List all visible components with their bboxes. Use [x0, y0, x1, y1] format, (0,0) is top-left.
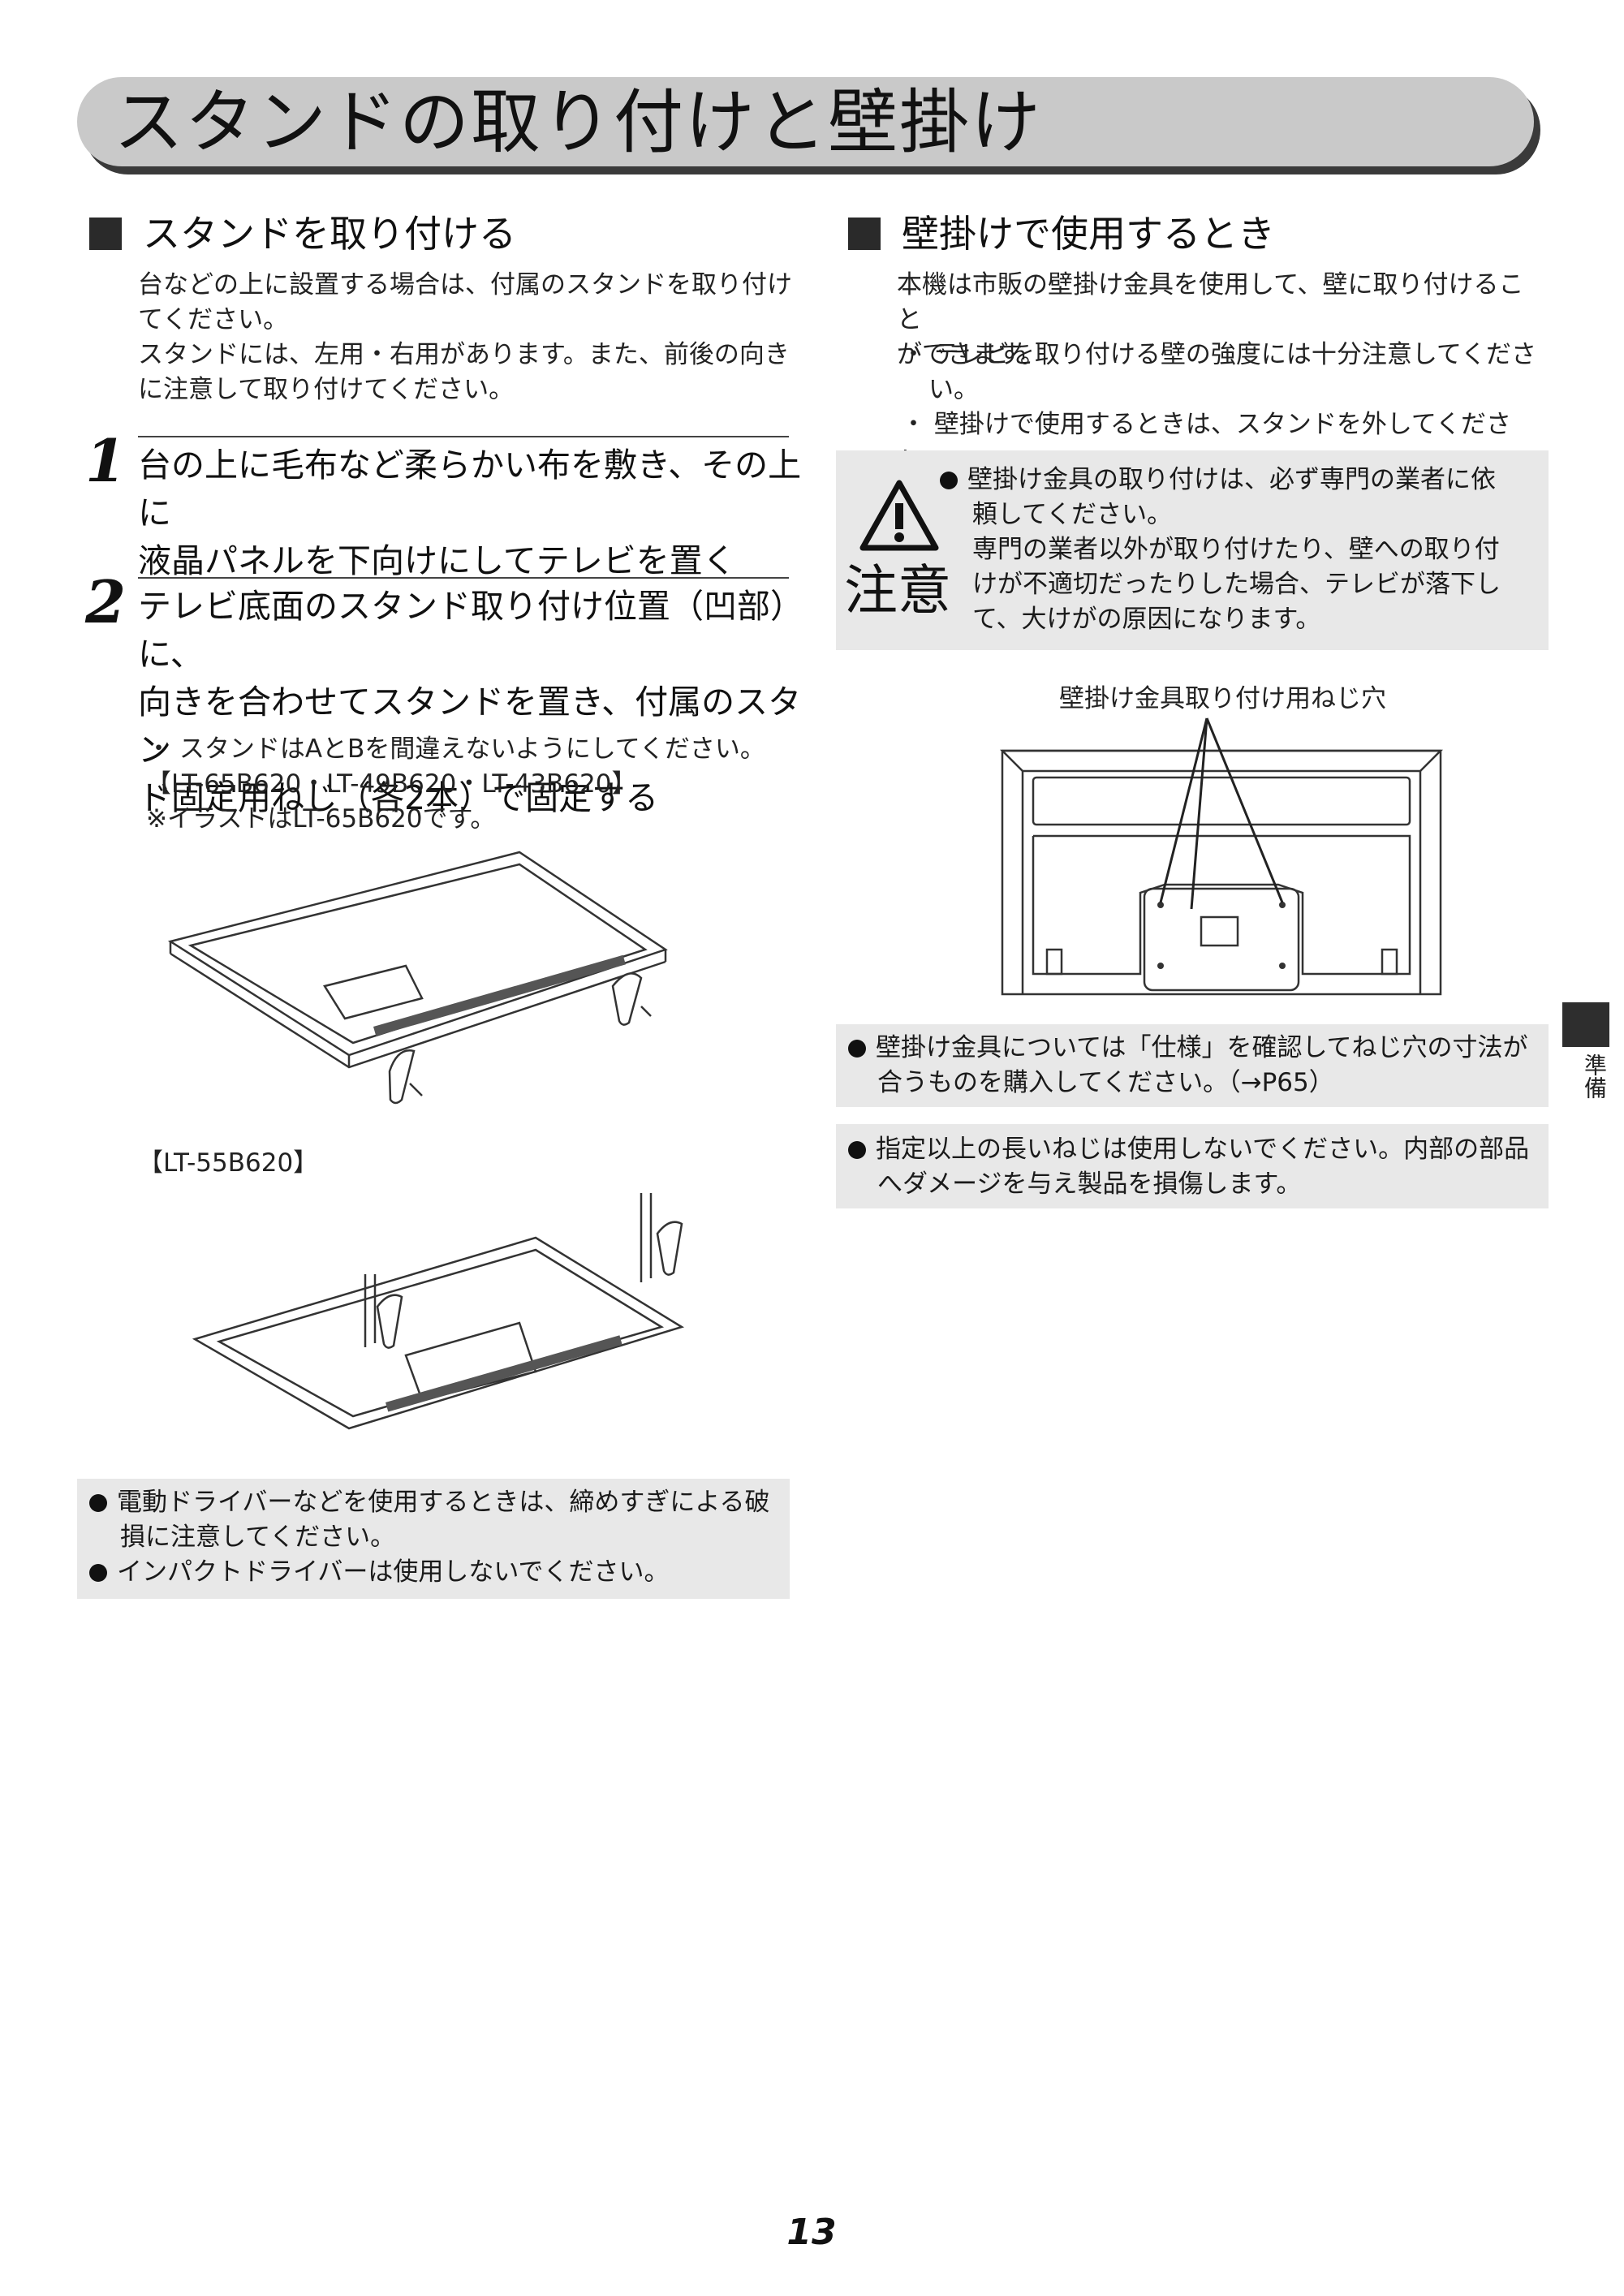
bullet-icon — [848, 1141, 866, 1159]
note-line: ・ スタンドはAとBを間違えないようにしてください。 — [146, 734, 765, 764]
step-line: 向きを合わせてスタンドを置き、付属のスタン — [138, 683, 802, 769]
note-line: へダメージを与え製品を損傷します。 — [877, 1170, 1302, 1199]
bullet-line: い。 — [928, 375, 979, 404]
intro-line: 台などの上に設置する場合は、付属のスタンドを取り付け — [138, 270, 792, 299]
step1-text: 台の上に毛布など柔らかい布を敷き、その上に 液晶パネルを下向けにしてテレビを置く — [138, 442, 812, 585]
caution-text: 壁掛け金具の取り付けは、必ず専門の業者に依 頼してください。 専門の業者以外が取… — [940, 463, 1540, 637]
bullet-line: ・ テレビを取り付ける壁の強度には十分注意してくださ — [901, 340, 1536, 369]
stand-section-heading: スタンドを取り付ける — [89, 209, 516, 258]
note-item: インパクトドライバーは使用しないでください。 — [89, 1555, 787, 1590]
page-number: 13 — [786, 2212, 837, 2253]
step2-text: テレビ底面のスタンド取り付け位置（凹部）に、 向きを合わせてスタンドを置き、付属… — [138, 583, 812, 822]
intro-line: 本機は市販の壁掛け金具を使用して、壁に取り付けること — [897, 270, 1524, 334]
caution-line: 専門の業者以外が取り付けたり、壁への取り付 — [972, 535, 1500, 564]
square-bullet-icon — [89, 218, 122, 250]
note2: 指定以上の長いねじは使用しないでください。内部の部品 へダメージを与え製品を損傷… — [848, 1132, 1546, 1202]
tv-back-diagram — [999, 717, 1444, 996]
note-item: 電動ドライバーなどを使用するときは、締めすぎによる破 — [89, 1485, 787, 1520]
caution-item: 壁掛け金具の取り付けは、必ず専門の業者に依 — [940, 463, 1540, 498]
left-notes: 電動ドライバーなどを使用するときは、締めすぎによる破 損に注意してください。 イ… — [89, 1485, 787, 1590]
step-line: 台の上に毛布など柔らかい布を敷き、その上に — [138, 446, 802, 532]
screw-hole-label: 壁掛け金具取り付け用ねじ穴 — [1059, 684, 1386, 713]
step2-notes: ・ スタンドはAとBを間違えないようにしてください。 【LT-65B620・LT… — [146, 732, 812, 837]
note2-box — [836, 1124, 1549, 1208]
caution-line: 頼してください。 — [972, 500, 1173, 529]
step-line: テレビ底面のスタンド取り付け位置（凹部）に、 — [138, 587, 803, 674]
title-banner — [77, 77, 1534, 166]
note-line: ※イラストはLT-65B620です。 — [146, 804, 496, 834]
page-title: スタンドの取り付けと壁掛け — [114, 82, 1042, 163]
step-line: 液晶パネルを下向けにしてテレビを置く — [138, 541, 736, 580]
square-bullet-icon — [848, 218, 881, 250]
note-item: 壁掛け金具については「仕様」を確認してねじ穴の寸法が — [848, 1031, 1546, 1066]
tv-stand-illustration-55 — [192, 1193, 685, 1430]
step1-rule — [138, 436, 789, 437]
intro-line: に注意して取り付けてください。 — [138, 375, 515, 404]
note-line: 合うものを購入してください。（→P65） — [877, 1068, 1334, 1097]
step2-rule — [138, 577, 789, 579]
intro-line: てください。 — [138, 305, 289, 334]
intro-line: スタンドには、左用・右用があります。また、前後の向き — [138, 340, 790, 369]
note-item: 指定以上の長いねじは使用しないでください。内部の部品 — [848, 1132, 1546, 1167]
bullet-icon — [848, 1040, 866, 1058]
step-line: ド固定用ねじ（各2本）で固定する — [138, 778, 659, 817]
caution-label: 注意 — [844, 559, 951, 622]
bullet-icon — [940, 472, 958, 489]
wall-section-heading: 壁掛けで使用するとき — [848, 209, 1275, 258]
caution-line: て、大けがの原因になります。 — [972, 605, 1321, 634]
bullet-line: ・ 壁掛けで使用するときは、スタンドを外してください。 — [901, 410, 1511, 474]
caution-line: けが不適切だったりした場合、テレビが落下し — [972, 570, 1501, 599]
note1: 壁掛け金具については「仕様」を確認してねじ穴の寸法が 合うものを購入してください… — [848, 1031, 1546, 1101]
intro-line: ができます。 — [897, 340, 1045, 369]
step2-number: 2 — [85, 567, 127, 636]
note-line: 損に注意してください。 — [120, 1523, 396, 1552]
side-tab-label: 準備 — [1581, 1053, 1608, 1099]
bullet-icon — [89, 1494, 107, 1512]
wall-intro: 本機は市販の壁掛け金具を使用して、壁に取り付けること ができます。 — [897, 268, 1546, 373]
tv-stand-illustration-65 — [167, 851, 668, 1105]
step1-number: 1 — [85, 426, 127, 495]
stand-intro: 台などの上に設置する場合は、付属のスタンドを取り付け てください。 スタンドには… — [138, 268, 803, 407]
warning-triangle-icon — [859, 480, 939, 551]
model-55-label: 【LT-55B620】 — [138, 1148, 319, 1178]
wall-bullets: ・ テレビを取り付ける壁の強度には十分注意してくださ い。 ・ 壁掛けで使用する… — [901, 338, 1550, 477]
note1-box — [836, 1024, 1549, 1107]
side-tab-marker — [1562, 1002, 1609, 1047]
bullet-icon — [89, 1564, 107, 1582]
model-list: 【LT-65B620・LT-49B620・LT-43B620】 — [146, 769, 637, 799]
left-notes-box — [77, 1479, 790, 1599]
